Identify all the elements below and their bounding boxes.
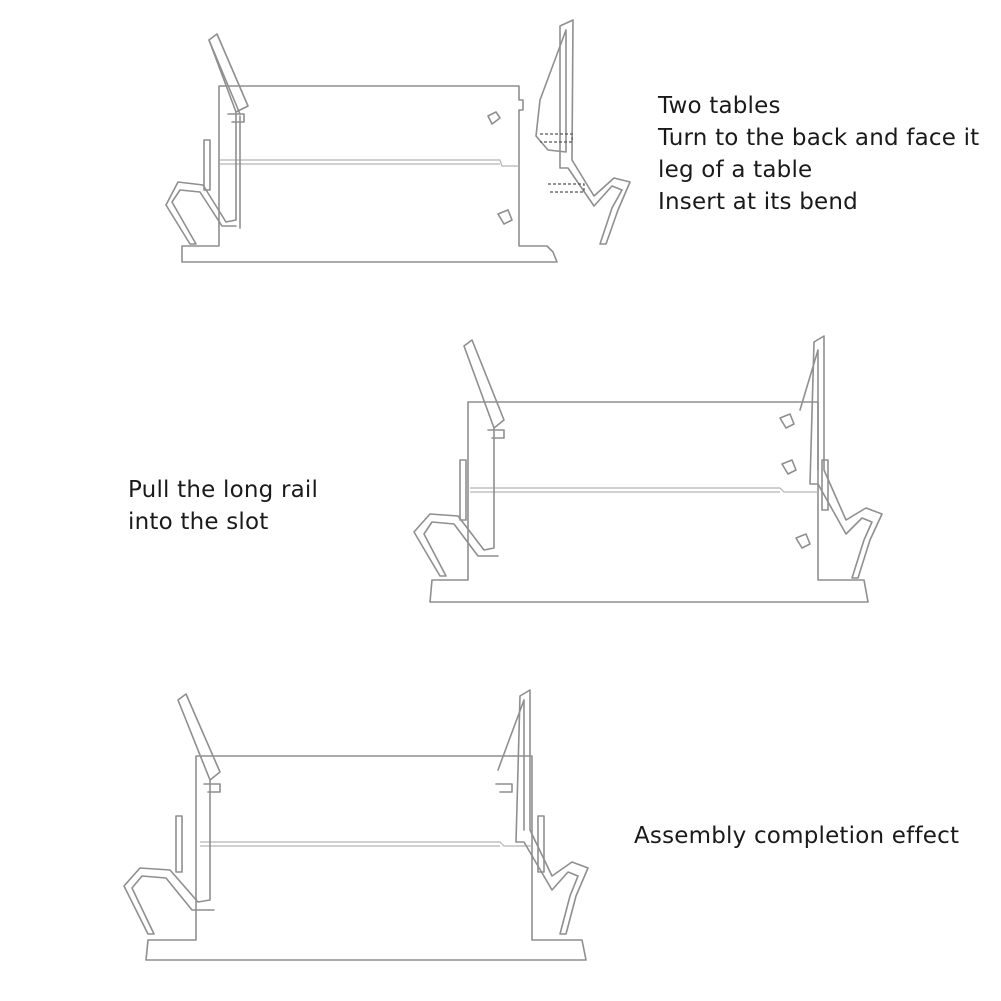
step-3-caption: Assembly completion effect [634, 820, 959, 852]
step-1-line-3: leg of a table [658, 157, 813, 183]
step-1-line-4: Insert at its bend [658, 189, 858, 215]
right-leg [515, 689, 589, 935]
step-2-line-2: into the slot [128, 509, 269, 535]
step-1-line-2: Turn to the back and face it [658, 125, 980, 151]
right-leg [809, 335, 883, 579]
step-1-line-1: Two tables [658, 93, 781, 119]
step-3-line-1: Assembly completion effect [634, 823, 960, 849]
left-leg [463, 339, 505, 429]
left-leg [208, 33, 249, 113]
insert-guide [540, 133, 573, 143]
step-1-caption: Two tables Turn to the back and face it … [658, 90, 979, 218]
right-leg [559, 19, 631, 245]
step-2-caption: Pull the long rail into the slot [128, 474, 318, 538]
left-leg [177, 693, 221, 781]
tabletop [181, 85, 558, 263]
tabletop [145, 755, 587, 961]
step-2-line-1: Pull the long rail [128, 477, 319, 503]
